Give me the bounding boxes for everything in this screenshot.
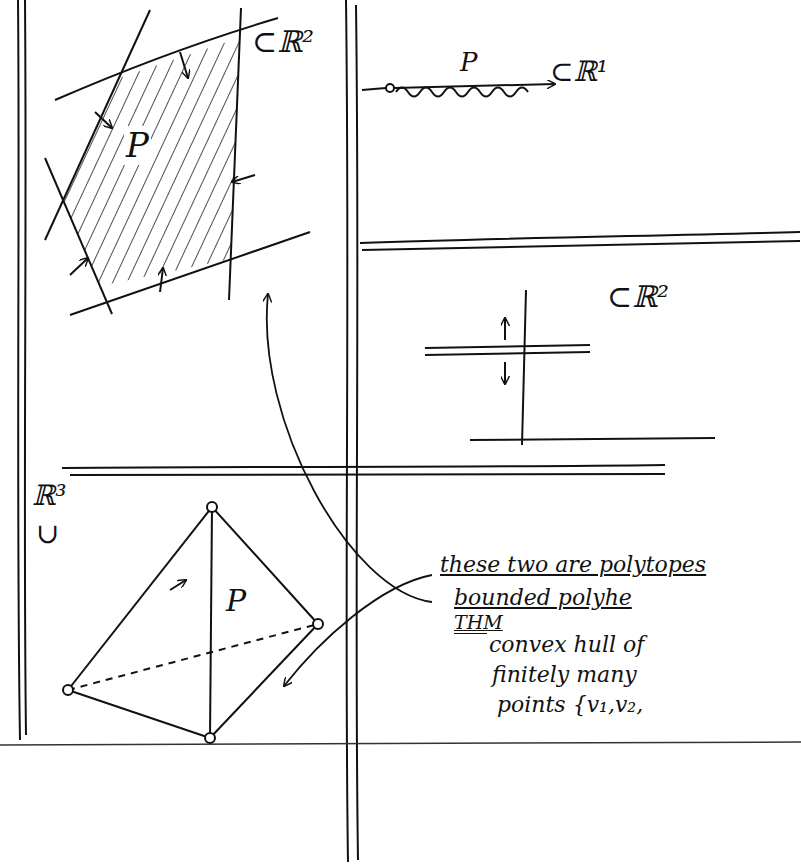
hyperplane-2d-part [504,318,506,340]
tetrahedron-part [207,502,217,512]
hyperplane-2d-part [522,290,526,445]
tetrahedron-part [313,619,323,629]
note-text: finitely many [490,662,639,687]
polyhedron-2d-part [70,258,88,275]
theorem-mark: THM [452,612,505,634]
frame-line-part [356,5,358,860]
frame-line-part [346,0,348,862]
note-text: these two are polytopes [438,552,708,577]
tetrahedron-part [205,733,215,743]
polyhedron-2d-part [63,38,239,286]
polyhedron-2d-part [232,175,255,182]
leader-arrow [267,294,432,686]
tetrahedron-part [68,624,318,690]
ray-1d-part [396,88,528,97]
containment-symbol: ∪ [34,518,61,550]
frame-line-part [0,742,801,745]
hyperplane-2d [425,290,715,445]
frame-line-part [18,0,20,740]
space-label: ℝ³ [30,480,69,512]
polyhedron-label: P [458,48,480,78]
tetrahedron-part [68,690,210,738]
tetrahedron-part [170,580,186,590]
hyperplane-2d-part [470,438,715,440]
set-label: ⊂ℝ² [605,280,671,315]
frame-line-part [25,0,26,735]
polyhedron-2d-part [45,10,150,240]
tetrahedron-part [212,507,318,624]
hyperplane-2d-part [504,362,506,384]
ray-1d [362,84,555,97]
note-text: points {v₁,v₂, [495,692,645,717]
frame-line-part [360,232,800,243]
polytope-label: P [124,126,151,165]
leader-arrow-part [267,294,432,602]
polyhedron-2d-part [70,232,310,315]
set-label: ⊂ℝ¹ [548,56,610,88]
tetrahedron [63,502,323,743]
polyhedron-2d-part [160,268,163,292]
polyhedron-2d-part [180,52,188,78]
polyhedron-2d-part [55,18,278,100]
hyperplane-2d-part [425,352,590,355]
polytope-label: P [224,584,248,619]
ray-1d-part [362,88,386,90]
polyhedron-2d-part [95,112,112,128]
hyperplane-2d-part [425,345,590,348]
polyhedron-2d-part [45,158,112,314]
frame-line-part [62,465,665,468]
note-text: convex hull of [487,632,646,657]
tetrahedron-part [210,624,318,738]
ray-1d-part [386,84,394,92]
leader-arrow-part [284,575,432,686]
frame-line-part [362,241,800,250]
tetrahedron-part [63,685,73,695]
note-text: bounded polyhe [452,585,634,610]
set-label: ⊂ℝ² [250,25,316,60]
frame-line-part [70,474,665,475]
tetrahedron-part [210,507,212,738]
tetrahedron-part [68,507,212,690]
